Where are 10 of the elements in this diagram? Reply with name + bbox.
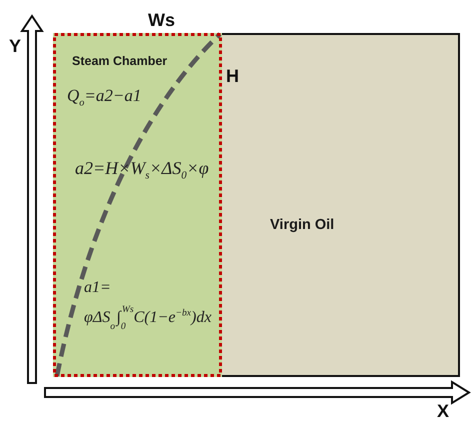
- axis-label: Y: [9, 37, 22, 55]
- formula: a2=H×W$_{s}$×ΔS$_{0}$×φ: [75, 159, 209, 179]
- zone-label: Virgin Oil: [270, 218, 334, 234]
- dimension-label: H: [226, 67, 239, 85]
- formula: a1= φΔS$_{o}$∫$_{0}$$^{Ws}$C(1−e$^{−bx}$)dx: [84, 278, 212, 334]
- dimension-label: Ws: [148, 11, 175, 29]
- zone-label: Steam Chamber: [72, 55, 168, 69]
- virgin-oil-zone: [222, 33, 460, 377]
- formula: Q$_{o}$=a2−a1: [67, 87, 142, 106]
- axis-label: X: [437, 402, 450, 420]
